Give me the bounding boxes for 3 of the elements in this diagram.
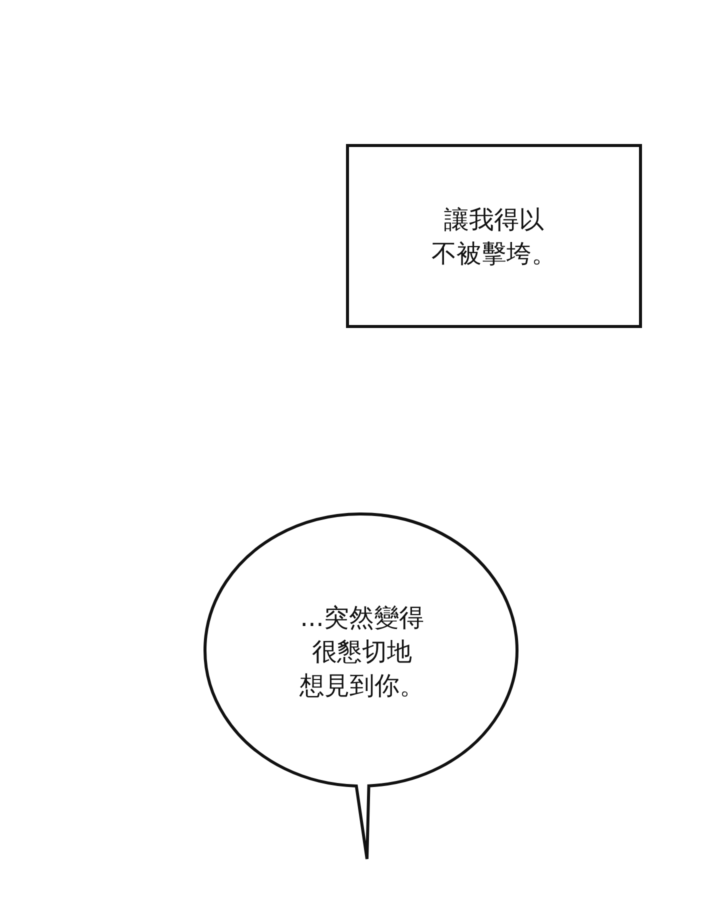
dialogue-text: 讓我得以不被擊垮。 xyxy=(430,204,558,270)
dialogue-text: ...突然變得很懇切地想見到你。 xyxy=(298,602,426,702)
caption-box xyxy=(346,144,642,328)
